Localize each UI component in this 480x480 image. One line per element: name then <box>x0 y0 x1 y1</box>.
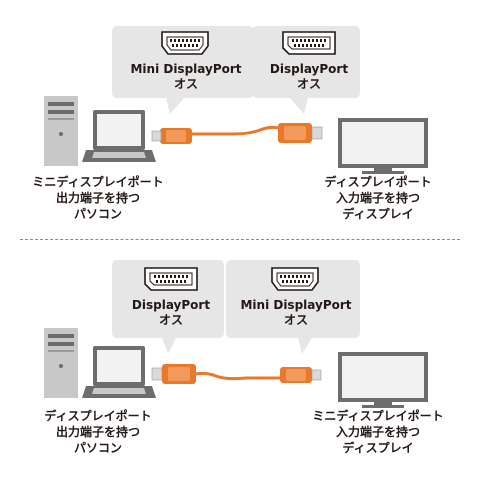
mini-displayport-bubble <box>112 26 254 114</box>
caption-line: ミニディスプレイポート <box>312 409 444 423</box>
pc-tower <box>44 328 78 398</box>
caption-line: ディスプレイ <box>342 207 414 221</box>
top-diagram-art <box>44 26 428 174</box>
connector-gender: オス <box>173 77 198 91</box>
laptop <box>82 346 156 398</box>
pc-tower <box>44 96 78 166</box>
top-diagram: Mini DisplayPort オス DisplayPort オス ミニディス… <box>18 26 458 222</box>
monitor <box>338 352 428 408</box>
connector-name: DisplayPort <box>269 62 349 76</box>
displayport-connector-icon <box>282 31 336 55</box>
connector-gender: オス <box>158 313 183 327</box>
caption-line: パソコン <box>73 441 122 455</box>
caption-line: ディスプレイ <box>342 441 414 455</box>
caption-line: 出力端子を持つ <box>55 191 140 205</box>
caption-line: 入力端子を持つ <box>335 425 420 439</box>
mini-displayport-connector-icon <box>271 267 319 291</box>
caption-line: 入力端子を持つ <box>335 191 420 205</box>
section-divider <box>20 239 460 240</box>
cable <box>151 364 322 384</box>
top-left-bubble-label: Mini DisplayPort オス <box>118 62 254 92</box>
mini-displayport-bubble <box>226 260 360 354</box>
caption-line: パソコン <box>73 207 122 221</box>
laptop <box>82 110 156 162</box>
bottom-diagram: DisplayPort オス Mini DisplayPort オス ディスプレ… <box>0 240 480 480</box>
connector-name: DisplayPort <box>131 298 211 312</box>
connector-gender: オス <box>296 77 321 91</box>
monitor <box>338 118 428 174</box>
caption-line: ミニディスプレイポート <box>32 175 164 189</box>
caption-line: ディスプレイポート <box>324 175 432 189</box>
connector-name: Mini DisplayPort <box>130 62 242 76</box>
top-right-bubble-label: DisplayPort オス <box>258 62 360 92</box>
top-source-caption: ミニディスプレイポート 出力端子を持つ パソコン <box>18 174 178 222</box>
displayport-connector-icon <box>144 267 198 291</box>
bottom-left-bubble-label: DisplayPort オス <box>118 298 224 328</box>
bottom-source-caption: ディスプレイポート 出力端子を持つ パソコン <box>18 408 178 456</box>
bottom-diagram-art <box>44 260 428 408</box>
bottom-right-bubble-label: Mini DisplayPort オス <box>232 298 360 328</box>
caption-line: 出力端子を持つ <box>55 425 140 439</box>
bottom-display-caption: ミニディスプレイポート 入力端子を持つ ディスプレイ <box>298 408 458 456</box>
mini-displayport-connector-icon <box>161 31 209 55</box>
cable <box>151 123 323 144</box>
connector-gender: オス <box>283 313 308 327</box>
caption-line: ディスプレイポート <box>44 409 152 423</box>
top-display-caption: ディスプレイポート 入力端子を持つ ディスプレイ <box>298 174 458 222</box>
connector-name: Mini DisplayPort <box>240 298 352 312</box>
